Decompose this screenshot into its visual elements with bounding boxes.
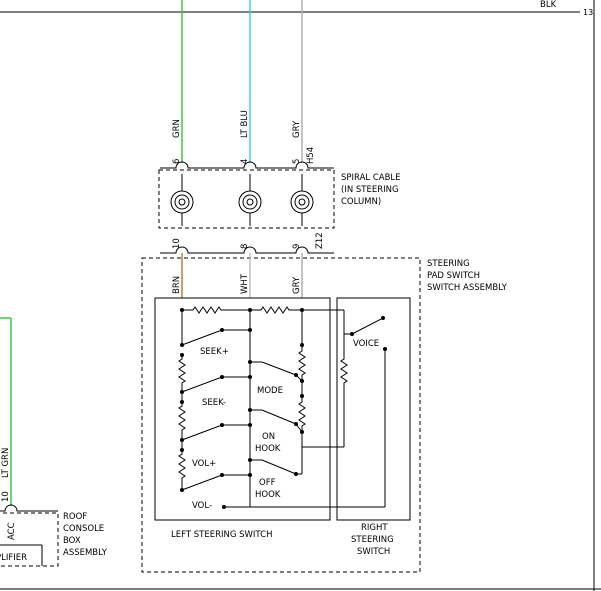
spiral-cable-label-2: (IN STEERING [341,185,399,195]
amplifier-cut-label: PLIFIER [0,553,27,563]
spiral-cable-label-1: SPIRAL CABLE [341,173,401,183]
roof-console-label-4: ASSEMBLY [63,548,108,558]
gry-wire-label-pad: GRY [292,276,302,294]
pad-label-2: PAD SWITCH [427,271,480,281]
pad-pin-8: 8 [240,244,250,249]
off-hook-label: HOOK [255,490,281,500]
lt-grn-wire-label: LT GRN [1,448,11,478]
circuit-h54: H54 [306,147,316,164]
roof-console-connector [0,504,58,512]
pad-label-3: SWITCH ASSEMBLY [427,283,508,293]
right-switch-title-1: RIGHT [361,523,388,533]
blk-wire-label: BLK [540,0,557,10]
vol-minus-label: VOL- [192,501,212,511]
voice-label: VOICE [353,339,379,349]
brn-wire-label: BRN [172,276,182,294]
wht-wire-label: WHT [240,273,250,294]
spiral-cable-box [158,169,335,229]
seek-minus-label: SEEK- [202,398,226,408]
spiral-pin-6: 6 [172,159,182,164]
pad-label-1: STEERING [427,259,470,269]
pad-pin-10: 10 [172,238,182,249]
spiral-coil-2 [238,190,262,214]
pad-top-connector [160,246,334,254]
roof-console-label-3: BOX [63,536,81,546]
left-switch-title: LEFT STEERING SWITCH [171,530,272,540]
spiral-pin-4: 4 [240,159,250,164]
pad-pin-9: 9 [292,244,302,249]
vol-plus-label: VOL+ [192,459,216,469]
roof-console-label-2: CONSOLE [63,524,104,534]
gry-wire-label-top: GRY [292,120,302,138]
roof-console-pin: 10 [1,491,11,502]
voice-switch-circuit [250,309,387,508]
right-switch-title-2: STEERING [351,535,394,545]
page-ref-number: 13 [583,8,593,17]
off-label: OFF [259,478,276,488]
right-steering-switch-box [336,297,411,521]
left-switch-circuit [178,306,344,509]
pad-switch-assembly-box [141,257,421,573]
spiral-pin-5: 5 [292,159,302,164]
grn-wire-label: GRN [172,119,182,138]
lt-blu-wire-label: LT BLU [240,110,250,138]
right-switch-title-3: SWITCH [357,547,390,557]
mode-label: MODE [257,386,283,396]
left-steering-switch-box [154,297,331,521]
roof-console-label-1: ROOF [63,512,87,522]
on-label: ON [262,432,275,442]
spiral-coils [170,174,314,226]
spiral-cable-label-3: COLUMN) [341,197,381,207]
acc-label: ACC [7,522,17,540]
spiral-top-connector [160,161,334,169]
spiral-coil-3 [290,190,314,214]
on-hook-label: HOOK [255,444,281,454]
circuit-z12: Z12 [315,232,325,249]
seek-plus-label: SEEK+ [200,347,229,357]
spiral-coil-1 [170,190,194,214]
roof-console-box [0,512,59,567]
